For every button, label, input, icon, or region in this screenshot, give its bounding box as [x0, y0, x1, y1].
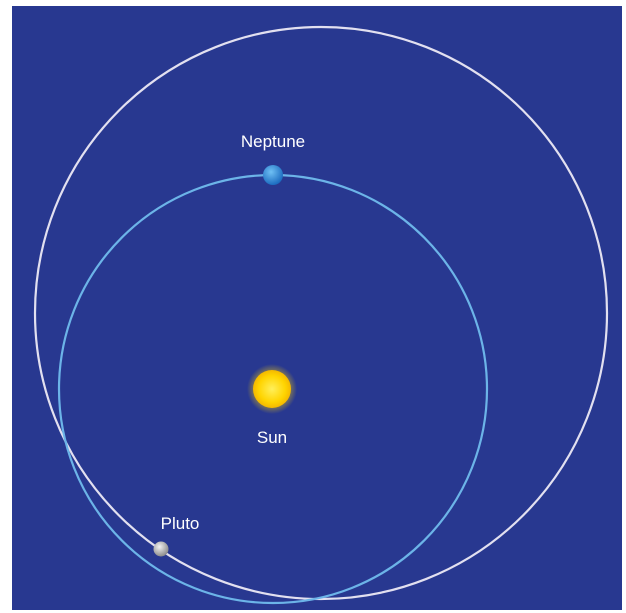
neptune-label: Neptune	[241, 132, 305, 151]
neptune-planet-icon	[263, 165, 283, 185]
pluto-planet-icon	[153, 541, 169, 557]
sun	[247, 364, 297, 414]
sun-icon	[253, 370, 291, 408]
sun-label: Sun	[257, 428, 287, 447]
pluto-orbit	[33, 25, 609, 601]
pluto-label: Pluto	[161, 514, 200, 533]
